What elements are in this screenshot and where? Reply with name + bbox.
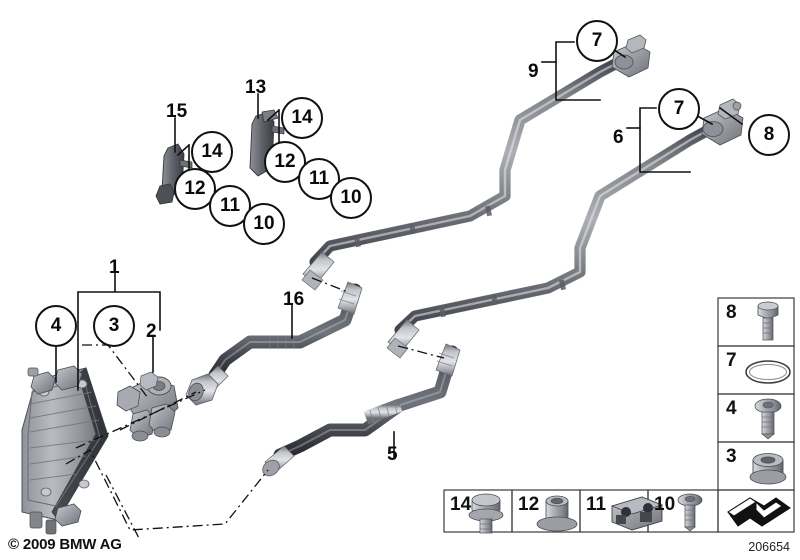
hex-bolt-washer-icon — [468, 493, 504, 534]
view-arrow-icon — [727, 497, 791, 527]
oil-pipe-lower-6 — [386, 98, 744, 359]
legend-right-number-4: 4 — [726, 398, 737, 419]
hex-bolt-icon — [757, 301, 779, 341]
pipe-fitting-upper — [611, 34, 651, 78]
label-16: 16 — [283, 289, 305, 310]
callout-bubble-4[interactable]: 4 — [35, 305, 77, 347]
copyright-notice: © 2009 BMW AG — [8, 536, 122, 553]
callout-bubble-7-upper[interactable]: 7 — [576, 20, 618, 62]
label-15: 15 — [166, 101, 188, 122]
oil-pipe-upper-9 — [301, 34, 651, 291]
hose-cuff-5-top — [435, 343, 461, 377]
thermostat-valve-2 — [116, 371, 179, 442]
pipe-coupling-lower — [386, 319, 420, 359]
label-13: 13 — [245, 77, 267, 98]
callout-bubble-14-left[interactable]: 14 — [191, 131, 233, 173]
callout-bubble-3[interactable]: 3 — [93, 305, 135, 347]
flange-nut-icon — [749, 453, 787, 485]
legend-right-number-7: 7 — [726, 350, 737, 371]
hose-end-5 — [262, 445, 295, 477]
callout-bubble-14-mid[interactable]: 14 — [281, 97, 323, 139]
callout-bubble-10-mid[interactable]: 10 — [330, 177, 372, 219]
oil-return-hose-5 — [262, 343, 461, 477]
label-9: 9 — [528, 61, 539, 82]
leader-lines — [55, 41, 744, 459]
o-ring-icon — [745, 360, 791, 384]
callout-bubble-10-left[interactable]: 10 — [243, 203, 285, 245]
torx-screw-icon — [754, 398, 782, 440]
label-2: 2 — [146, 321, 157, 342]
oil-feed-hose-16 — [196, 281, 363, 399]
valve-outlet-stub — [185, 373, 219, 406]
engine-oil-cooler-4 — [21, 365, 109, 535]
legend-bottom-number-11: 11 — [586, 494, 607, 515]
diagram-number: 206654 — [748, 540, 790, 554]
legend-bottom-number-14: 14 — [450, 494, 472, 515]
legend-borders — [443, 297, 795, 533]
legend-bottom-number-12: 12 — [518, 494, 540, 515]
label-1: 1 — [109, 257, 120, 278]
callout-bubble-7-lower[interactable]: 7 — [658, 88, 700, 130]
cooler-ports-bottom — [29, 503, 82, 535]
label-6: 6 — [613, 127, 624, 148]
pipe-coupling-upper — [301, 251, 335, 291]
cable-clip-icon — [610, 496, 664, 531]
callout-bubble-8[interactable]: 8 — [748, 114, 790, 156]
label-5: 5 — [387, 444, 398, 465]
pan-screw-icon — [677, 493, 703, 532]
legend-bottom-number-10: 10 — [654, 494, 676, 515]
pipe-fitting-lower — [701, 98, 744, 146]
hose-cuff-16-top — [337, 281, 363, 315]
legend-right-number-8: 8 — [726, 302, 737, 323]
hose-sleeve-5 — [363, 398, 403, 425]
hose-sleeve-16 — [262, 335, 300, 349]
legend-right-number-3: 3 — [726, 446, 737, 467]
cooler-ports-top — [27, 365, 83, 395]
grommet-icon — [536, 495, 578, 532]
